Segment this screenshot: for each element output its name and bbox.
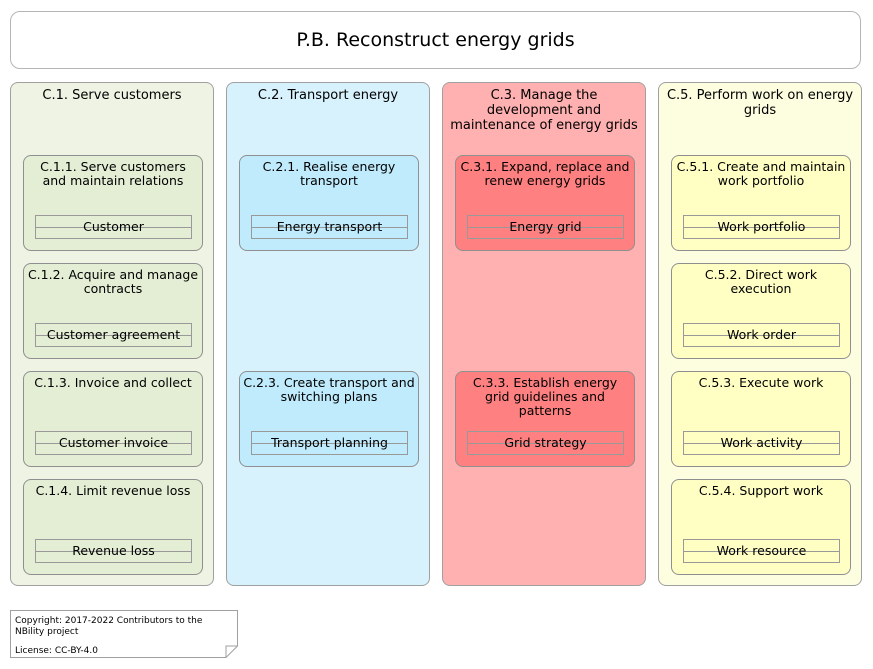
business-object-label: Customer bbox=[83, 219, 144, 234]
capability-title: C.1.2. Acquire and manage contracts bbox=[27, 267, 199, 296]
column-transport-energy: C.2. Transport energy C.2.1. Realise ene… bbox=[226, 82, 430, 586]
capability-title: C.1.3. Invoice and collect bbox=[34, 375, 192, 390]
capability-c3-1: C.3.1. Expand, replace and renew energy … bbox=[455, 155, 635, 251]
business-object-label: Work order bbox=[727, 327, 796, 342]
column-title: C.5. Perform work on energy grids bbox=[666, 88, 854, 118]
capability-title: C.3.1. Expand, replace and renew energy … bbox=[460, 159, 630, 188]
capability-c1-4: C.1.4. Limit revenue loss Revenue loss bbox=[23, 479, 203, 575]
capability-c5-3: C.5.3. Execute work Work activity bbox=[671, 371, 851, 467]
business-object-label: Energy transport bbox=[276, 219, 383, 234]
business-object-label: Customer agreement bbox=[46, 327, 181, 342]
business-object: Energy grid bbox=[467, 215, 624, 239]
capability-c1-2: C.1.2. Acquire and manage contracts Cust… bbox=[23, 263, 203, 359]
business-object-label: Energy grid bbox=[509, 219, 582, 234]
copyright-note: Copyright: 2017-2022 Contributors to the… bbox=[10, 610, 238, 658]
note-shape bbox=[10, 610, 238, 658]
capability-title: C.2.3. Create transport and switching pl… bbox=[243, 375, 415, 404]
business-object: Customer bbox=[35, 215, 192, 239]
business-object-label: Grid strategy bbox=[504, 435, 587, 450]
capability-c1-1: C.1.1. Serve customers and maintain rela… bbox=[23, 155, 203, 251]
capability-title: C.5.2. Direct work execution bbox=[704, 267, 818, 296]
business-object: Grid strategy bbox=[467, 431, 624, 455]
copyright-line: Copyright: 2017-2022 Contributors to the bbox=[15, 616, 203, 626]
column-title: C.3. Manage the development and maintena… bbox=[450, 88, 638, 133]
business-object: Customer agreement bbox=[35, 323, 192, 347]
capability-title: C.1.4. Limit revenue loss bbox=[35, 483, 191, 498]
business-object-label: Revenue loss bbox=[72, 543, 155, 558]
column-serve-customers: C.1. Serve customers C.1.1. Serve custom… bbox=[10, 82, 214, 586]
business-object: Transport planning bbox=[251, 431, 408, 455]
column-perform-work: C.5. Perform work on energy grids C.5.1.… bbox=[658, 82, 862, 586]
license-line: License: CC-BY-4.0 bbox=[15, 646, 98, 656]
column-manage-energy-grids: C.3. Manage the development and maintena… bbox=[442, 82, 646, 586]
business-object: Energy transport bbox=[251, 215, 408, 239]
business-object: Work resource bbox=[683, 539, 840, 563]
business-object-label: Transport planning bbox=[271, 435, 388, 450]
capability-title: C.5.4. Support work bbox=[698, 483, 824, 498]
business-object: Work order bbox=[683, 323, 840, 347]
capability-title: C.2.1. Realise energy transport bbox=[262, 159, 396, 188]
business-object: Revenue loss bbox=[35, 539, 192, 563]
capability-c2-3: C.2.3. Create transport and switching pl… bbox=[239, 371, 419, 467]
capability-c5-2: C.5.2. Direct work execution Work order bbox=[671, 263, 851, 359]
business-object: Work portfolio bbox=[683, 215, 840, 239]
column-title: C.2. Transport energy bbox=[257, 88, 399, 103]
diagram-title-box: P.B. Reconstruct energy grids bbox=[10, 11, 861, 69]
capability-c2-1: C.2.1. Realise energy transport Energy t… bbox=[239, 155, 419, 251]
project-line: NBility project bbox=[15, 626, 79, 637]
diagram-title: P.B. Reconstruct energy grids bbox=[296, 29, 575, 51]
business-object-label: Customer invoice bbox=[58, 435, 169, 450]
business-object-label: Work resource bbox=[716, 543, 807, 558]
business-object-label: Work activity bbox=[720, 435, 803, 450]
capability-c5-1: C.5.1. Create and maintain work portfoli… bbox=[671, 155, 851, 251]
business-object: Customer invoice bbox=[35, 431, 192, 455]
business-object-label: Work portfolio bbox=[717, 219, 806, 234]
capability-title: C.5.1. Create and maintain work portfoli… bbox=[676, 159, 846, 188]
capability-title: C.1.1. Serve customers and maintain rela… bbox=[40, 159, 186, 188]
column-title: C.1. Serve customers bbox=[42, 88, 182, 103]
business-object: Work activity bbox=[683, 431, 840, 455]
capability-c3-3: C.3.3. Establish energy grid guidelines … bbox=[455, 371, 635, 467]
capability-c1-3: C.1.3. Invoice and collect Customer invo… bbox=[23, 371, 203, 467]
capability-c5-4: C.5.4. Support work Work resource bbox=[671, 479, 851, 575]
capability-title: C.5.3. Execute work bbox=[698, 375, 824, 390]
capability-title: C.3.3. Establish energy grid guidelines … bbox=[472, 375, 618, 418]
